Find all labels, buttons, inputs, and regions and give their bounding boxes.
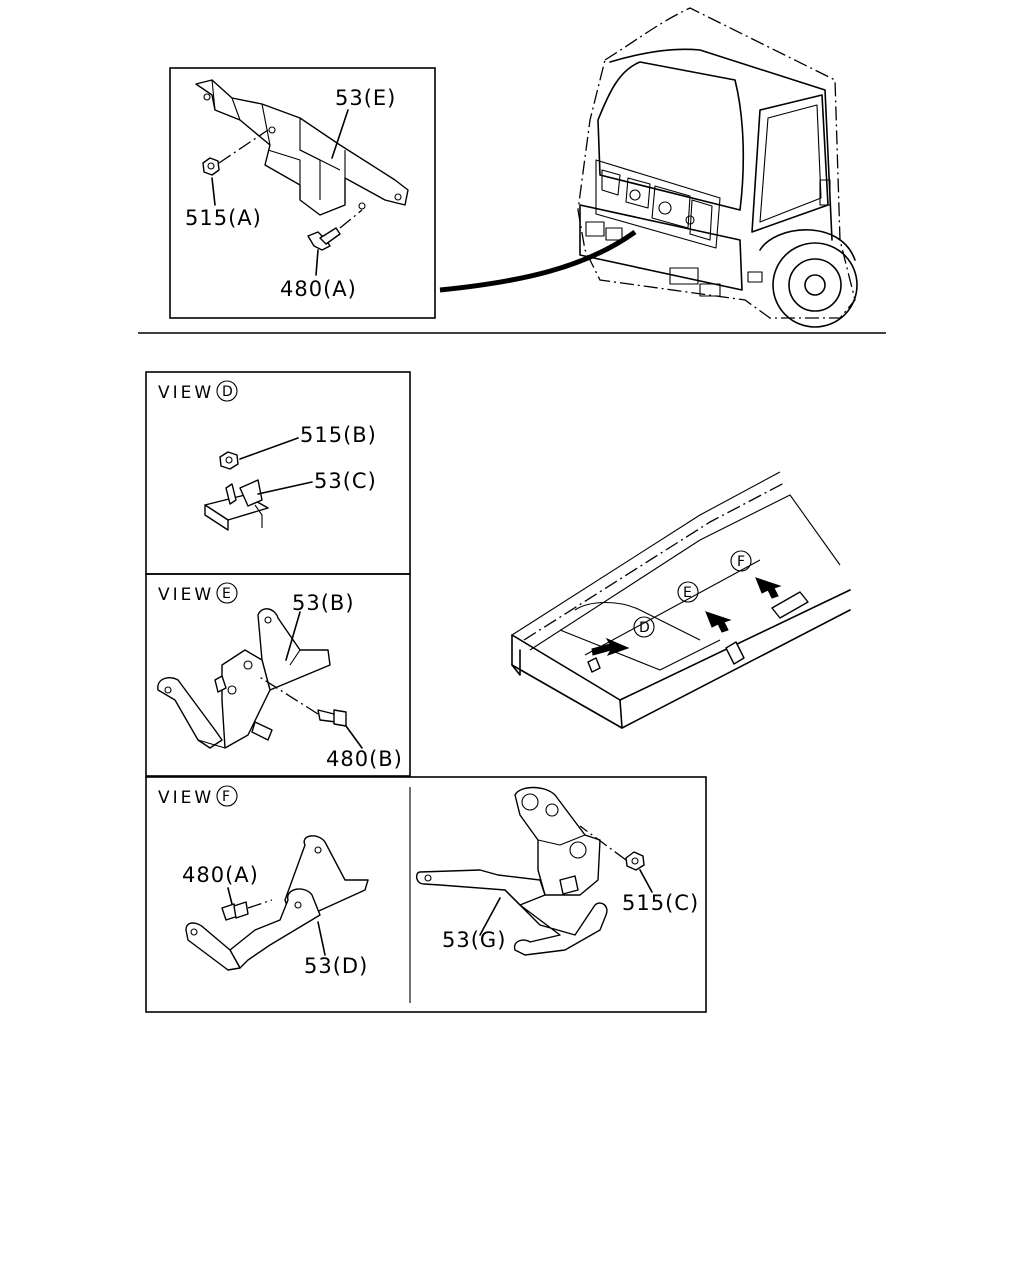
label-515a-top: 515(A) <box>185 206 262 230</box>
arrow-d <box>591 637 630 656</box>
bolt-480a-f <box>221 899 273 921</box>
label-53e: 53(E) <box>335 86 396 110</box>
bracket-53d-drawing <box>185 835 369 971</box>
label-480a-top: 480(A) <box>280 277 357 301</box>
view-d-letter: D <box>222 384 233 400</box>
view-e-title: VIEW <box>158 585 214 605</box>
bracket-53b-drawing <box>157 608 331 749</box>
nut-515a <box>202 129 269 176</box>
label-480a-f: 480(A) <box>182 863 259 887</box>
view-e-panel: VIEW E 53(B) 480(B) <box>145 573 411 777</box>
label-515b: 515(B) <box>300 423 377 447</box>
label-53c: 53(C) <box>314 469 377 493</box>
bracket-53c-drawing <box>204 479 269 531</box>
view-d-title: VIEW <box>158 383 214 403</box>
bracket-53e-drawing <box>195 79 409 216</box>
view-f-panel: VIEW F 480(A) 53(D) <box>145 776 707 1013</box>
arrow-e <box>705 611 732 633</box>
chassis-frame-drawing: D E F <box>511 471 851 729</box>
nut-515b <box>219 451 239 470</box>
marker-f: F <box>737 554 745 570</box>
bracket-53g-drawing <box>415 786 608 956</box>
view-f-title: VIEW <box>158 788 214 808</box>
label-53b: 53(B) <box>292 591 355 615</box>
label-53d: 53(D) <box>304 954 368 978</box>
marker-e: E <box>683 585 692 601</box>
view-f-letter: F <box>222 789 230 805</box>
detail-box-53e: 53(E) 515(A) 480(A) <box>169 67 436 319</box>
bolt-480b <box>257 675 347 727</box>
view-d-panel: VIEW D 515(B) 53(C) <box>145 371 411 575</box>
truck-cab-drawing <box>577 7 858 328</box>
label-480b: 480(B) <box>326 747 403 771</box>
nut-515c <box>579 825 645 871</box>
marker-d: D <box>639 620 650 636</box>
label-53g: 53(G) <box>442 928 506 952</box>
view-e-letter: E <box>222 586 231 602</box>
bolt-480a <box>307 209 363 251</box>
detail-pointer <box>439 229 637 293</box>
label-515c: 515(C) <box>622 891 699 915</box>
arrow-f <box>755 577 782 599</box>
